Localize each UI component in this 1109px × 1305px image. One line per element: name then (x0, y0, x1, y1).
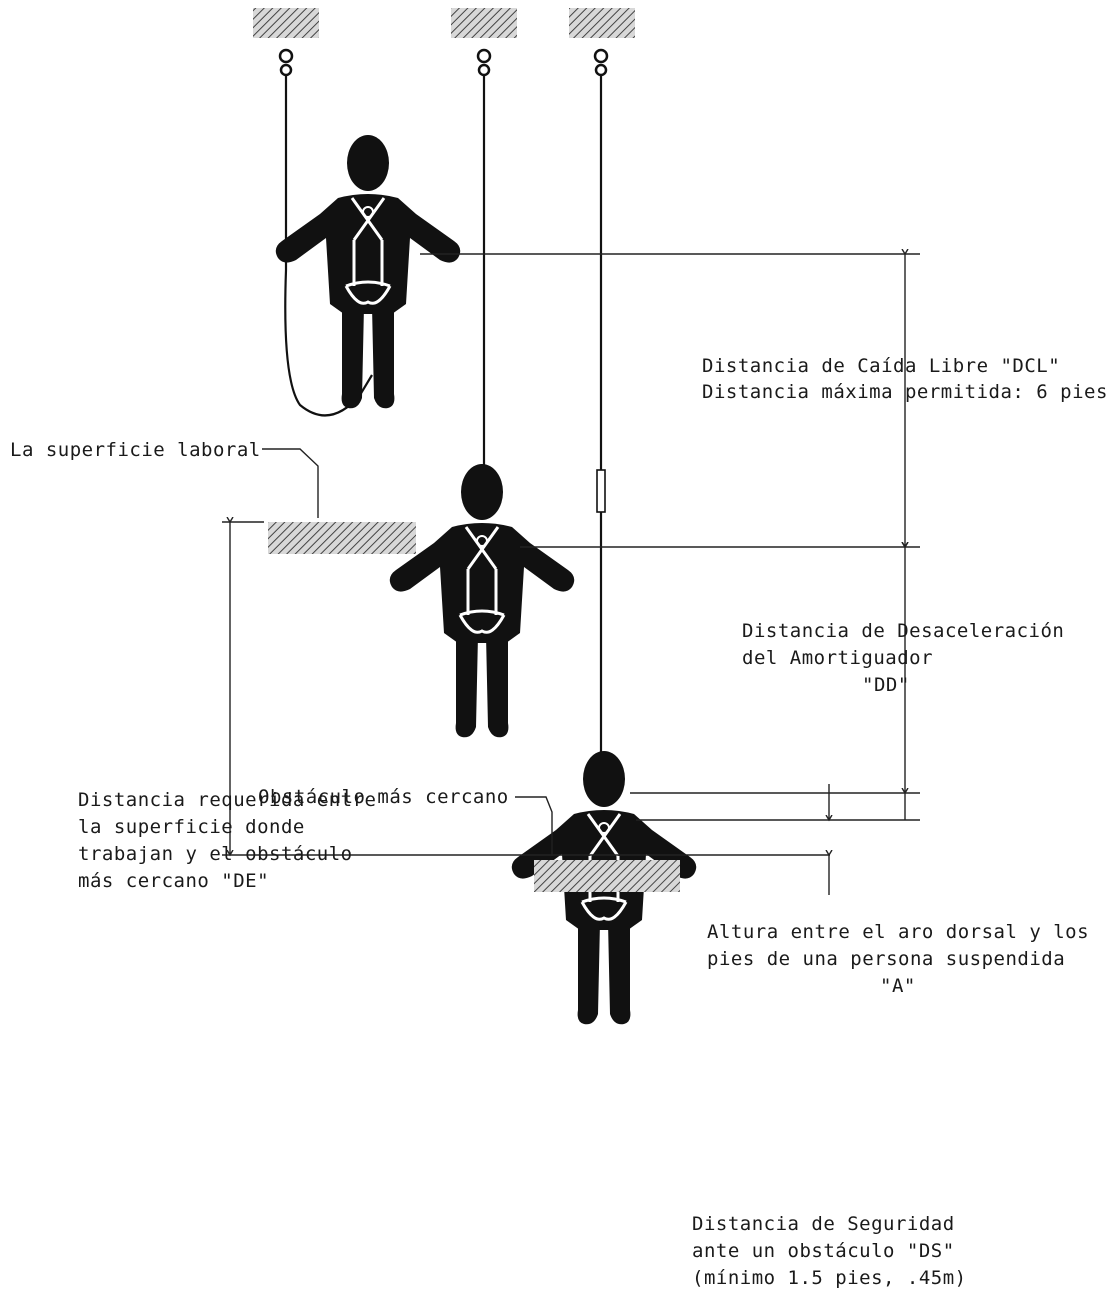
anchor-right (569, 8, 635, 77)
label-de-line2: la superficie donde (78, 816, 305, 838)
work-surface-platform (268, 522, 416, 554)
label-de-line1: Distancia requerida entre (78, 789, 376, 811)
label-dd-line2: del Amortiguador (742, 647, 933, 669)
label-dd-line1: Distancia de Desaceleración (742, 620, 1064, 642)
label-dcl-line2: Distancia máxima permitida: 6 pies (702, 381, 1108, 403)
anchor-left (253, 8, 319, 77)
obstacle-block (534, 860, 680, 892)
label-dd-line3: "DD" (862, 674, 910, 696)
lanyard-extended (596, 76, 606, 790)
label-ds-line3: (mínimo 1.5 pies, .45m) (692, 1267, 967, 1289)
label-a-line3: "A" (880, 975, 916, 997)
label-a-line2: pies de una persona suspendida (707, 948, 1065, 970)
lanyard-slack (284, 76, 373, 417)
label-de-line3: trabajan y el obstáculo (78, 843, 353, 865)
worker-standing (274, 133, 462, 410)
label-ds-line2: ante un obstáculo "DS" (692, 1240, 955, 1262)
label-a-line1: Altura entre el aro dorsal y los (707, 921, 1089, 943)
label-obstacle: Obstáculo más cercano (258, 786, 509, 808)
label-ds-line1: Distancia de Seguridad (692, 1213, 955, 1235)
label-work-surface: La superficie laboral (10, 439, 261, 461)
worker-falling (388, 462, 576, 739)
anchor-middle (451, 8, 517, 77)
label-dcl-line1: Distancia de Caída Libre "DCL" (702, 355, 1060, 377)
obstacle-leader (515, 796, 553, 856)
work-surface-leader (262, 448, 319, 518)
label-de-line4: más cercano "DE" (78, 870, 269, 892)
